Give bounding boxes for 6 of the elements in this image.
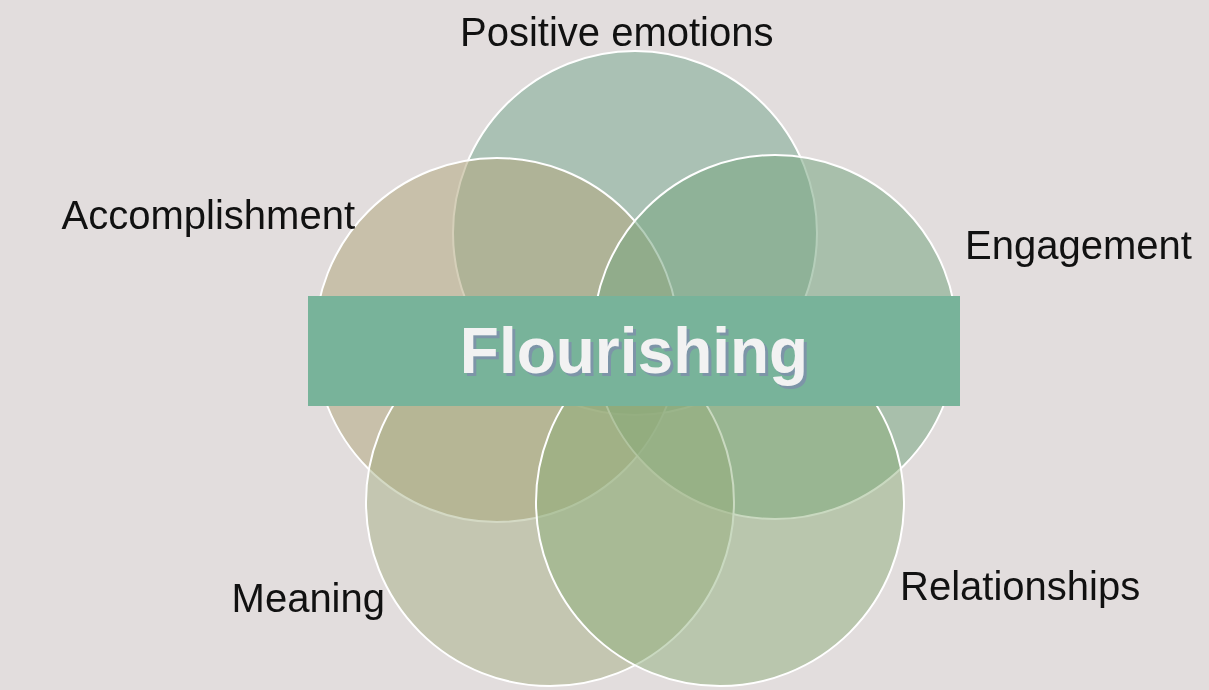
title-band: Flourishing <box>308 296 960 406</box>
circle-label: Relationships <box>900 566 1141 606</box>
circle-label: Accomplishment <box>61 195 355 235</box>
circle-label: Positive emotions <box>460 12 774 52</box>
circle-label: Meaning <box>231 578 385 618</box>
circle-label: Engagement <box>965 225 1192 265</box>
